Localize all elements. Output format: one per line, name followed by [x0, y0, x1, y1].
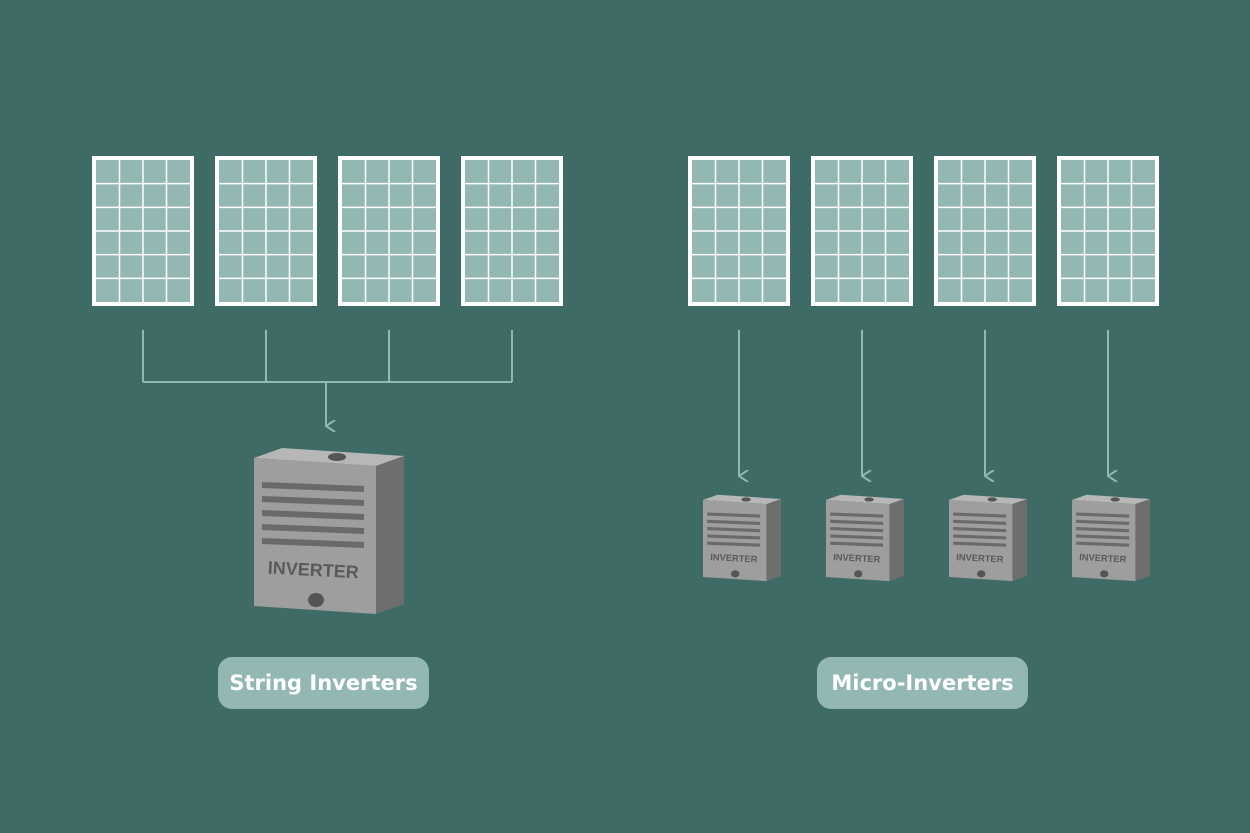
string-inverters-label: String Inverters: [218, 657, 429, 709]
micro-solar-panel-4: [1057, 156, 1159, 306]
inverter-label: INVERTER: [267, 558, 359, 583]
string-inverter: INVERTER: [254, 448, 404, 614]
string-solar-panel-3: [338, 156, 440, 306]
string-connector: [142, 330, 513, 383]
micro-inverter: INVERTER: [1072, 494, 1150, 582]
inverter-label: INVERTER: [1079, 552, 1127, 564]
micro-solar-panel-3: [934, 156, 1036, 306]
micro-solar-panel-1: [688, 156, 790, 306]
inverter-label: INVERTER: [956, 552, 1004, 564]
micro-inverter: INVERTER: [949, 494, 1027, 582]
string-solar-panel-1: [92, 156, 194, 306]
string-solar-panel-4: [461, 156, 563, 306]
micro-inverters-label: Micro-Inverters: [817, 657, 1028, 709]
string-solar-panel-2: [215, 156, 317, 306]
inverter-label: INVERTER: [833, 552, 881, 564]
micro-inverter: INVERTER: [703, 494, 781, 582]
micro-solar-panel-2: [811, 156, 913, 306]
micro-inverter: INVERTER: [826, 494, 904, 582]
inverter-label: INVERTER: [710, 552, 758, 564]
